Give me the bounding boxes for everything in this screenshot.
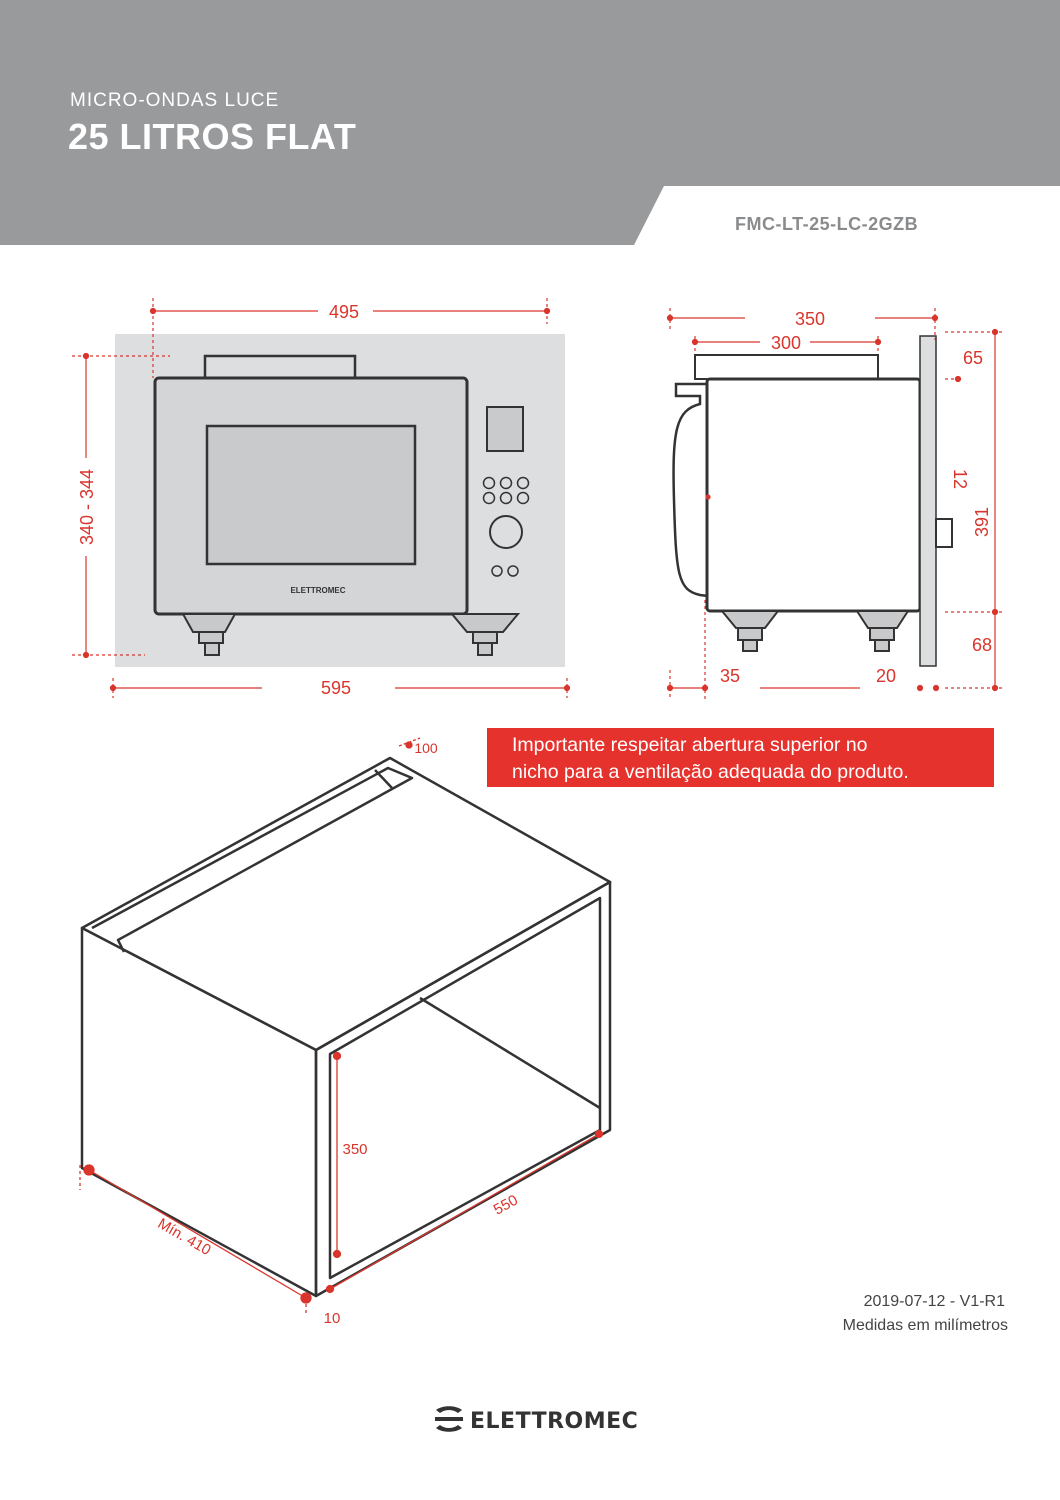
brand-name: ELETTROMEC <box>470 1409 639 1434</box>
side-view: 350 300 65 12 391 68 35 20 <box>666 308 1003 700</box>
dim-side-top-offset: 65 <box>963 348 983 368</box>
control-knob <box>489 515 523 549</box>
dim-side-bottom-offset: 68 <box>972 635 992 655</box>
side-rear-connector <box>935 518 953 548</box>
front-brand-label: ELETTROMEC <box>290 586 345 595</box>
dim-side-depth-body: 300 <box>771 333 801 353</box>
ventilation-notice: Importante respeitar abertura superior n… <box>487 728 994 787</box>
dim-niche-height: 350 <box>342 1141 367 1158</box>
notice-line-2: nicho para a ventilação adequada do prod… <box>512 761 909 783</box>
front-feet <box>181 613 521 656</box>
model-code: FMC-LT-25-LC-2GZB <box>735 214 919 234</box>
dim-niche-top-opening: 100 <box>414 740 438 756</box>
side-front-panel <box>919 335 937 667</box>
dim-height: 340 - 344 <box>77 469 97 545</box>
display-screen <box>486 406 524 452</box>
side-door-handle <box>672 382 709 598</box>
door-window <box>205 424 417 566</box>
dim-side-foot-left: 35 <box>720 666 740 686</box>
dim-side-foot-right: 20 <box>876 666 896 686</box>
product-subtitle: MICRO-ONDAS LUCE <box>70 90 280 111</box>
notice-line-1: Importante respeitar abertura superior n… <box>512 734 868 756</box>
header-band <box>0 0 1060 245</box>
side-feet <box>719 610 910 652</box>
niche-drawing <box>80 756 612 1298</box>
dim-niche-wall: 10 <box>324 1310 341 1327</box>
dim-side-height-total: 391 <box>972 507 992 537</box>
side-body <box>705 377 922 613</box>
front-view: ELETTROMEC 495 340 - 344 595 <box>72 298 571 698</box>
top-vent <box>203 354 357 380</box>
dim-side-panel-thickness: 12 <box>950 469 970 489</box>
dim-side-depth-total: 350 <box>795 309 825 329</box>
dim-width-total: 595 <box>321 678 351 698</box>
product-title: 25 LITROS FLAT <box>68 116 357 157</box>
side-top-panel <box>694 354 879 380</box>
control-buttons <box>482 476 530 577</box>
elettromec-logo-icon <box>435 1406 463 1432</box>
footer-units: Medidas em milímetros <box>842 1317 1008 1334</box>
dim-width-inner: 495 <box>329 302 359 322</box>
footer-date-version: 2019-07-12 - V1-R1 <box>863 1293 1005 1310</box>
